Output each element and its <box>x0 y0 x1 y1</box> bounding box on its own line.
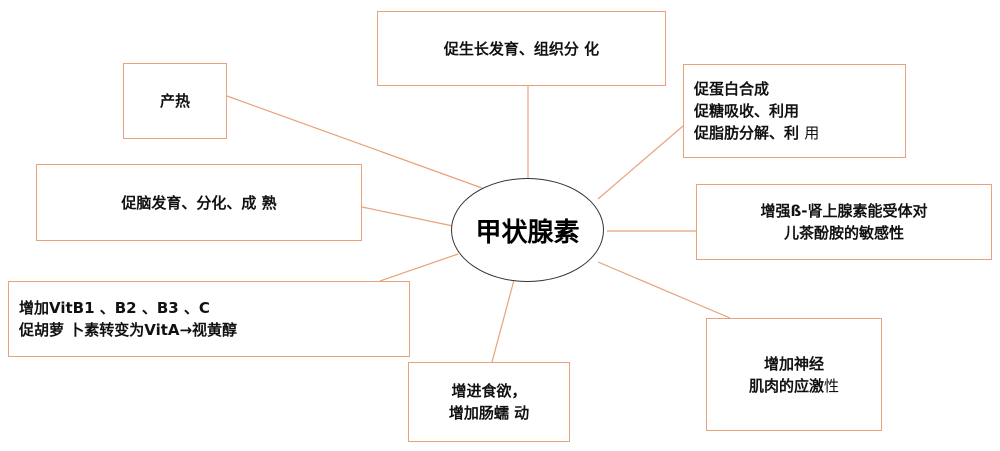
node-brain: 促脑发育、分化、成 熟 <box>36 164 362 241</box>
connector-nerve <box>597 261 731 319</box>
node-vitamin-line-2: 促胡萝 卜素转变为VitA→视黄醇 <box>19 321 238 339</box>
node-growth-label: 促生长发育、组织分 化 <box>443 39 600 58</box>
node-protein-line-3-tail: 用 <box>804 124 820 142</box>
node-protein-line-2: 促糖吸收、利用 <box>694 102 800 120</box>
node-vitamin: 增加VitB1 、B2 、B3 、C 促胡萝 卜素转变为VitA→视黄醇 <box>8 281 410 357</box>
node-nerve: 增加神经 肌肉的应激性 <box>706 318 882 431</box>
node-heat: 产热 <box>123 63 227 139</box>
node-protein-line-1: 促蛋白合成 <box>694 80 770 98</box>
node-appetite-line-1: 增进食欲， <box>451 382 527 400</box>
node-vitamin-line-1: 增加VitB1 、B2 、B3 、C <box>19 299 210 317</box>
connector-protein <box>597 125 684 200</box>
node-nerve-line-2: 肌肉的应激性 <box>749 375 839 397</box>
connector-appetite <box>491 279 515 363</box>
node-beta-line-1: 增强ß-肾上腺素能受体对 <box>760 202 928 220</box>
node-protein-line-3-text: 促脂肪分解、利 <box>694 124 805 142</box>
node-growth: 促生长发育、组织分 化 <box>377 11 666 86</box>
node-beta-line-2: 儿茶酚胺的敏感性 <box>783 224 904 242</box>
node-protein-line-3: 促脂肪分解、利 用 <box>694 122 905 144</box>
connector-brain <box>361 206 454 227</box>
thyroxine-center-node: 甲状腺素 <box>451 178 604 282</box>
center-label: 甲状腺素 <box>475 217 580 248</box>
connector-vitamin <box>379 253 459 282</box>
node-nerve-line-2-text: 肌肉的应激 <box>748 376 824 395</box>
node-heat-label: 产热 <box>159 92 190 110</box>
node-beta-receptor: 增强ß-肾上腺素能受体对 儿茶酚胺的敏感性 <box>696 184 992 260</box>
node-appetite: 增进食欲， 增加肠蠕 动 <box>408 362 570 442</box>
node-nerve-line-1: 增加神经 <box>763 354 824 373</box>
node-brain-label: 促脑发育、分化、成 熟 <box>121 193 277 212</box>
node-protein: 促蛋白合成 促糖吸收、利用 促脂肪分解、利 用 <box>683 64 906 158</box>
node-nerve-line-2-tail: 性 <box>824 376 840 395</box>
node-appetite-line-2: 增加肠蠕 动 <box>448 404 530 422</box>
connector-heat <box>226 95 483 189</box>
